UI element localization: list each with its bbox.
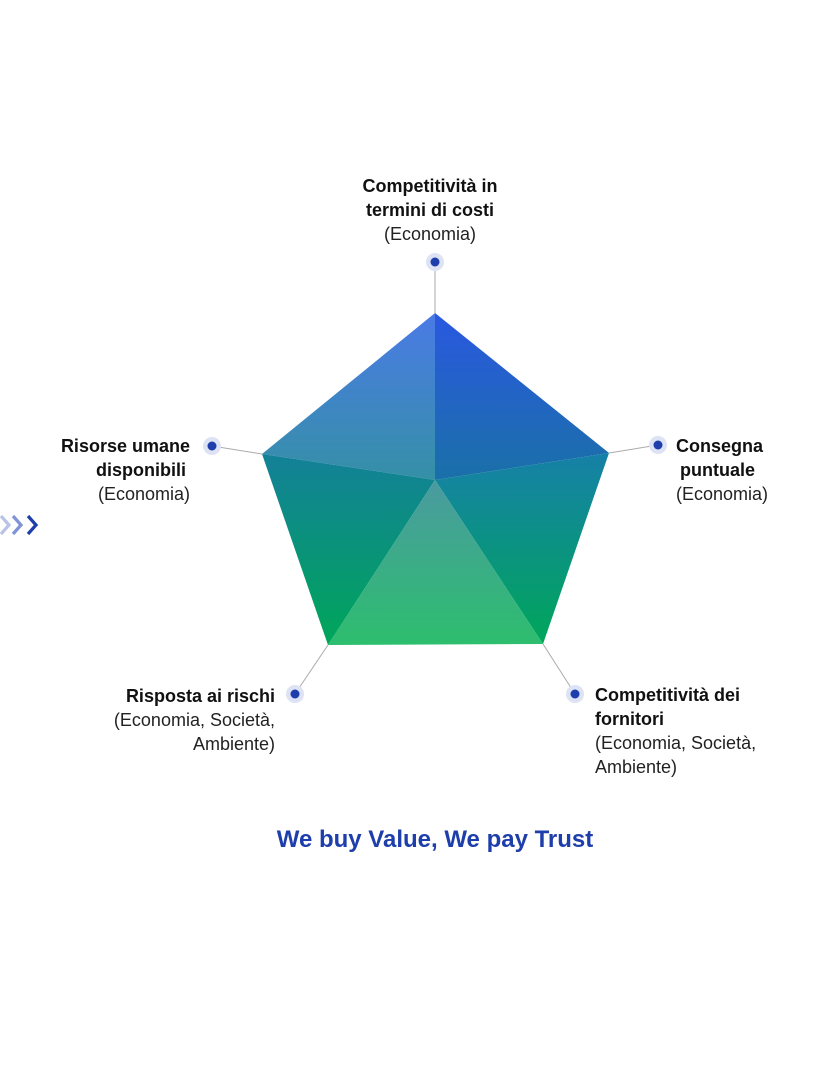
label-costs-sub-1: (Economia)	[383, 224, 477, 244]
label-hr: Risorse umane disponibili (Economia)	[20, 434, 190, 506]
label-risk-title-1: Risposta ai rischi	[125, 686, 275, 706]
label-suppliers-title-2: fornitori	[595, 709, 664, 729]
segment-top-right	[435, 313, 609, 480]
dot-costs	[426, 253, 444, 271]
segment-top-left	[262, 313, 435, 480]
label-costs: Competitività in termini di costi (Econo…	[330, 174, 530, 246]
label-risk: Risposta ai rischi (Economia, Società, A…	[60, 684, 275, 756]
label-risk-sub-1: (Economia, Società,	[113, 710, 275, 730]
label-suppliers-sub-2: Ambiente)	[595, 757, 678, 777]
label-delivery: Consegna puntuale (Economia)	[676, 434, 826, 506]
connector-risk	[294, 644, 329, 695]
dot-hr	[203, 437, 221, 455]
label-costs-title-2: termini di costi	[365, 200, 495, 220]
slogan: We buy Value, We pay Trust	[276, 826, 594, 853]
dot-risk	[286, 685, 304, 703]
segment-left	[262, 454, 435, 645]
label-hr-title-2: disponibili	[96, 460, 186, 480]
label-suppliers-sub-1: (Economia, Società,	[595, 733, 757, 753]
segment-bottom	[328, 480, 543, 645]
label-hr-sub-1: (Economia)	[97, 484, 190, 504]
label-suppliers: Competitività dei fornitori (Economia, S…	[595, 683, 825, 779]
label-costs-title-1: Competitività in	[362, 176, 498, 196]
label-delivery-title-2: puntuale	[680, 460, 755, 480]
label-delivery-sub-1: (Economia)	[676, 484, 769, 504]
label-hr-title-1: Risorse umane	[60, 436, 190, 456]
label-suppliers-title-1: Competitività dei	[595, 685, 741, 705]
segment-right	[435, 453, 609, 644]
label-risk-sub-2: Ambiente)	[192, 734, 275, 754]
triple-chevron-right-icon[interactable]	[0, 512, 46, 538]
connector-suppliers	[542, 643, 576, 695]
dot-delivery	[649, 436, 667, 454]
dot-suppliers	[566, 685, 584, 703]
label-delivery-title-1: Consegna	[676, 436, 764, 456]
